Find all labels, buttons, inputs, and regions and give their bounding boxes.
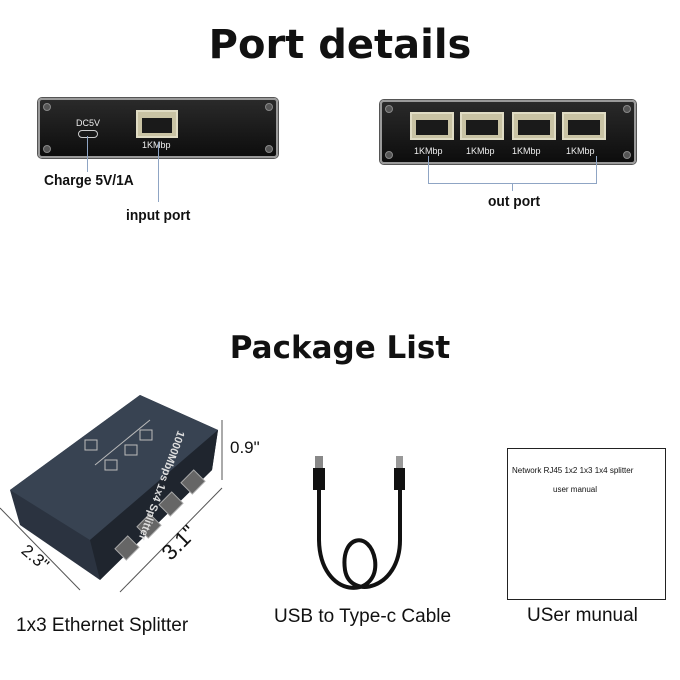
- input-port-speed: 1KMbp: [142, 140, 171, 150]
- leader-line: [87, 136, 88, 172]
- screw-icon: [385, 105, 393, 113]
- cable-caption: USB to Type-c Cable: [274, 606, 452, 627]
- usb-c-port-icon: [78, 130, 98, 138]
- out-port-speed: 1KMbp: [566, 146, 595, 156]
- rj45-port-icon: [562, 112, 606, 140]
- screw-icon: [623, 151, 631, 159]
- out-port-speed: 1KMbp: [512, 146, 541, 156]
- charge-label: Charge 5V/1A: [44, 172, 134, 189]
- splitter-caption: 1x3 Ethernet Splitter: [16, 615, 189, 636]
- leader-line: [428, 156, 429, 184]
- screw-icon: [265, 145, 273, 153]
- dc-label: DC5V: [76, 118, 101, 128]
- out-port-speed: 1KMbp: [414, 146, 443, 156]
- dimension-height: 0.9": [230, 438, 260, 457]
- rj45-port-icon: [512, 112, 556, 140]
- manual-title: Network RJ45 1x2 1x3 1x4 splitter: [512, 466, 634, 475]
- screw-icon: [43, 145, 51, 153]
- leader-line: [512, 183, 513, 191]
- rj45-port-icon: [460, 112, 504, 140]
- leader-line: [158, 142, 159, 202]
- leader-line: [596, 156, 597, 184]
- port-details-heading: Port details: [208, 22, 472, 68]
- out-port-label: out port: [488, 193, 541, 210]
- package-list-heading: Package List: [229, 330, 451, 366]
- user-manual-illustration: Network RJ45 1x2 1x3 1x4 splitter user m…: [507, 448, 666, 600]
- input-port-label: input port: [126, 207, 191, 224]
- manual-subtitle: user manual: [553, 485, 598, 494]
- manual-caption: USer munual: [527, 605, 638, 626]
- out-port-speed: 1KMbp: [466, 146, 495, 156]
- rj45-port-icon: [136, 110, 178, 138]
- screw-icon: [265, 103, 273, 111]
- screw-icon: [385, 151, 393, 159]
- screw-icon: [623, 105, 631, 113]
- rj45-port-icon: [410, 112, 454, 140]
- usb-cable-illustration: [313, 456, 405, 590]
- screw-icon: [43, 103, 51, 111]
- splitter-illustration: 1000Mbps 1x4 Splitter: [0, 395, 223, 593]
- output-device-front: 1KMbp 1KMbp 1KMbp 1KMbp: [380, 100, 636, 164]
